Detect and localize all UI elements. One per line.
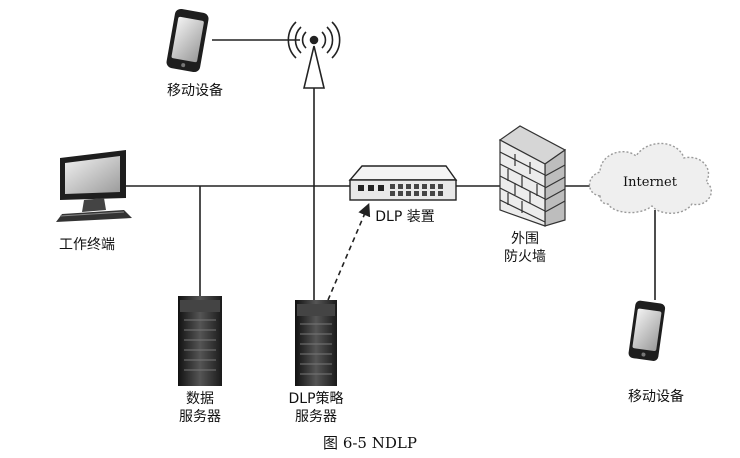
policy-to-dlp-dashed-arrow — [327, 203, 371, 301]
internet-label: Internet — [623, 175, 678, 190]
firewall-label-line2: 防火墙 — [504, 249, 546, 265]
brick-firewall-icon — [498, 125, 567, 227]
data-server-label-line2: 服务器 — [179, 409, 221, 425]
connections — [125, 39, 656, 301]
workstation-label: 工作终端 — [59, 237, 115, 253]
network-appliance-icon — [348, 165, 458, 201]
internet-cloud: Internet — [588, 142, 712, 214]
cloud-icon — [588, 142, 712, 214]
data-server — [178, 296, 222, 386]
figure-caption: 图 6-5 NDLP — [323, 434, 417, 452]
antenna-tower — [287, 21, 341, 89]
mobile-device-top — [166, 8, 209, 73]
policy-server — [295, 300, 337, 386]
workstation — [56, 150, 132, 222]
policy-server-label-line2: 服务器 — [295, 409, 337, 425]
firewall — [498, 125, 567, 227]
mobile-device-bottom — [628, 300, 666, 361]
dlp-device-label: DLP 装置 — [375, 209, 435, 225]
antenna-tower-icon — [302, 45, 326, 89]
mobile-device-bottom-label: 移动设备 — [628, 389, 684, 405]
data-server-label-line1: 数据 — [186, 391, 214, 407]
firewall-label-line1: 外围 — [511, 231, 539, 247]
server-tower-icon — [295, 300, 337, 386]
desktop-computer-icon — [56, 150, 132, 222]
policy-server-label-line1: DLP策略 — [288, 391, 344, 407]
mobile-device-top-label: 移动设备 — [167, 83, 223, 99]
dlp-device — [348, 165, 458, 201]
server-tower-icon — [178, 296, 222, 386]
